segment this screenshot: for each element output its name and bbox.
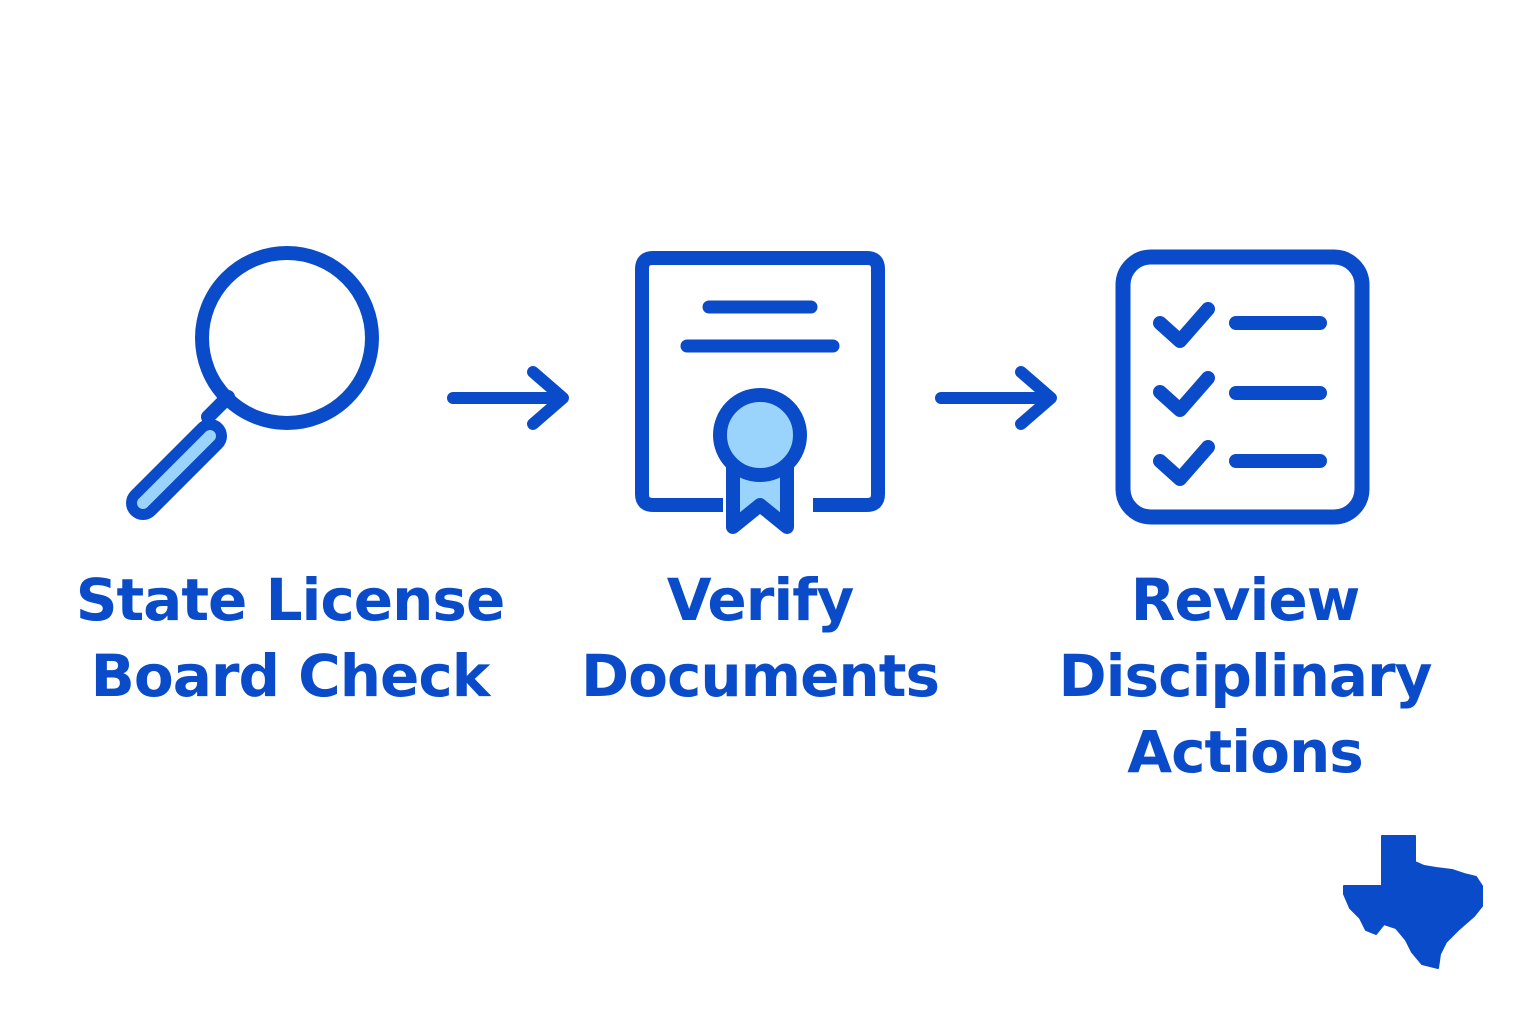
arrow-right-icon — [447, 366, 569, 430]
step-label-line: Documents — [581, 642, 940, 710]
step-label-line: Board Check — [90, 642, 491, 710]
step-label-line: Verify — [666, 566, 855, 634]
checklist-icon — [1115, 249, 1370, 525]
texas-map-icon — [1343, 835, 1483, 969]
certificate-icon — [635, 251, 885, 534]
magnifying-glass-icon — [126, 246, 379, 520]
step-label-review-disciplinary: Review Disciplinary Actions — [1010, 562, 1480, 790]
step-label-line: Disciplinary — [1058, 642, 1433, 710]
step-label-line: State License — [75, 566, 506, 634]
step-label-license-check: State License Board Check — [60, 562, 520, 714]
step-label-verify-documents: Verify Documents — [540, 562, 980, 714]
step-label-line: Actions — [1127, 718, 1364, 786]
arrow-right-icon — [935, 366, 1057, 430]
step-label-line: Review — [1130, 566, 1361, 634]
